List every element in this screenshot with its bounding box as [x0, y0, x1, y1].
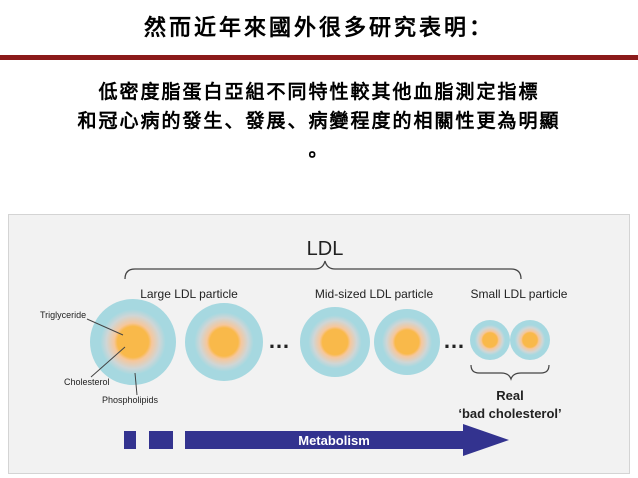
large-ldl-particle	[185, 303, 263, 381]
mid-ldl-particle	[300, 307, 370, 377]
metabolism-block-2	[149, 431, 173, 449]
ldl-brace	[124, 260, 522, 280]
metabolism-label: Metabolism	[298, 433, 370, 448]
phospholipids-label: Phospholipids	[102, 395, 159, 405]
mid-ldl-particle	[374, 309, 440, 375]
cholesterol-leader	[90, 346, 126, 378]
cholesterol-label: Cholesterol	[64, 377, 110, 387]
triglyceride-leader	[86, 318, 124, 336]
ldl-label: LDL	[307, 238, 344, 260]
slide-body: 低密度脂蛋白亞組不同特性較其他血脂測定指標 和冠心病的發生、發展、病變程度的相關…	[0, 78, 638, 165]
ldl-diagram: LDL Large LDL particle Mid-sized LDL par…	[40, 238, 568, 456]
large-ldl-particle	[90, 299, 176, 385]
bad-cholesterol-label: ‘bad cholesterol’	[458, 406, 561, 421]
body-line-2: 和冠心病的發生、發展、病變程度的相關性更為明顯	[77, 110, 561, 132]
metabolism-block-1	[124, 431, 136, 449]
slide-title: 然而近年來國外很多研究表明：	[143, 16, 494, 41]
real-label: Real	[496, 388, 523, 403]
ellipsis-2: …	[443, 328, 465, 353]
phospholipids-leader	[134, 372, 138, 396]
bad-cholesterol-bracket	[470, 364, 550, 381]
mid-ldl-label: Mid-sized LDL particle	[315, 287, 434, 301]
triglyceride-label: Triglyceride	[40, 310, 86, 320]
ellipsis-1: …	[268, 328, 290, 353]
small-ldl-label: Small LDL particle	[471, 287, 568, 301]
ldl-figure: LDL Large LDL particle Mid-sized LDL par…	[8, 214, 630, 474]
small-ldl-particle	[470, 320, 510, 360]
metabolism-arrow	[185, 424, 509, 456]
large-ldl-label: Large LDL particle	[140, 287, 238, 301]
small-ldl-particle	[510, 320, 550, 360]
body-line-3: 。	[308, 139, 330, 161]
title-divider	[0, 55, 638, 60]
body-line-1: 低密度脂蛋白亞組不同特性較其他血脂測定指標	[98, 81, 540, 103]
